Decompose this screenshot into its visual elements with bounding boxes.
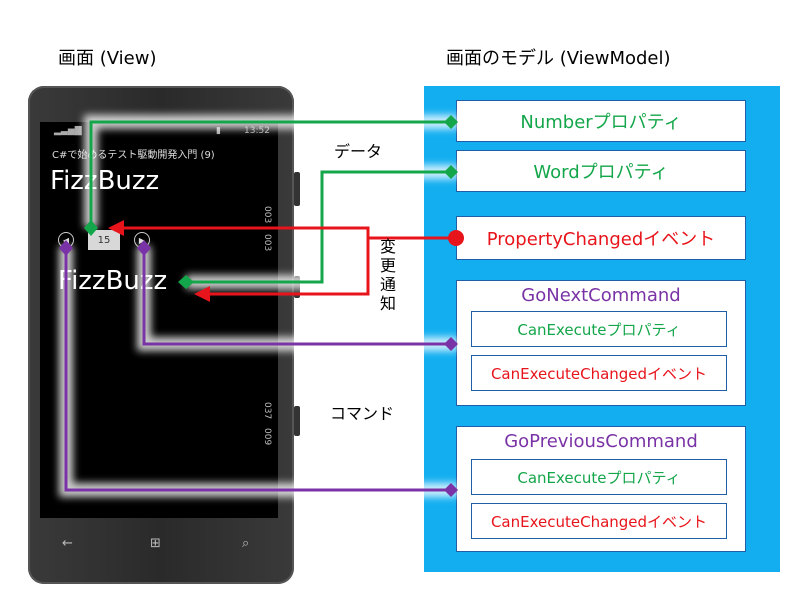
- viewmodel-heading: 画面のモデル (ViewModel): [446, 48, 671, 69]
- previous-button-diamond: [59, 240, 73, 256]
- notify-label: 変更通知: [377, 238, 396, 314]
- search-icon[interactable]: ⌕: [242, 536, 250, 551]
- go-next-command-diamond: [444, 337, 458, 351]
- go-previous-command-line: [64, 250, 450, 492]
- number-binding-line: [89, 120, 450, 228]
- property-changed-box: PropertyChangedイベント: [456, 216, 746, 260]
- app-title: FizzBuzz: [50, 166, 160, 196]
- property-changed-origin: [448, 230, 464, 246]
- view-heading: 画面 (View): [58, 48, 157, 69]
- number-textbox[interactable]: 15: [88, 230, 120, 250]
- battery-icon: ▮: [216, 126, 221, 136]
- number-property-box: Numberプロパティ: [456, 100, 746, 142]
- status-time: 13:52: [244, 126, 270, 136]
- side-number: 003: [262, 234, 272, 252]
- go-previous-command-title: GoPreviousCommand: [504, 431, 698, 452]
- notify-line-number: [120, 226, 370, 238]
- next-button-diamond: [137, 240, 151, 256]
- side-number: 003: [262, 206, 272, 224]
- go-previous-command-diamond: [444, 483, 458, 497]
- volume-button: [294, 172, 300, 206]
- go-previous-can-execute-changed-box: CanExecuteChangedイベント: [471, 503, 727, 539]
- side-number: 009: [262, 428, 272, 446]
- signal-icon: ▂▃▅▇: [54, 126, 82, 136]
- go-next-command-box: GoNextCommand CanExecuteプロパティ CanExecute…: [456, 280, 746, 406]
- windows-icon[interactable]: ⊞: [150, 536, 161, 551]
- notify-number-arrow: [108, 220, 124, 236]
- command-label: コマンド: [330, 404, 395, 423]
- back-icon[interactable]: ←: [62, 536, 73, 551]
- go-next-command-title: GoNextCommand: [521, 285, 681, 306]
- data-label: データ: [334, 142, 383, 161]
- number-textbox-diamond: [84, 220, 98, 236]
- notify-word-arrow: [194, 286, 210, 302]
- go-next-can-execute-box: CanExecuteプロパティ: [471, 311, 727, 347]
- go-next-command-line: [142, 250, 450, 346]
- app-subtitle: C#で始めるテスト駆動開発入門 (9): [52, 150, 215, 161]
- go-previous-can-execute-box: CanExecuteプロパティ: [471, 459, 727, 495]
- notify-line-main: [206, 236, 452, 296]
- number-binding-diamond: [444, 115, 458, 129]
- word-property-box: Wordプロパティ: [456, 150, 746, 192]
- go-next-can-execute-changed-box: CanExecuteChangedイベント: [471, 355, 727, 391]
- go-previous-command-box: GoPreviousCommand CanExecuteプロパティ CanExe…: [456, 426, 746, 552]
- camera-button: [294, 406, 300, 436]
- word-textblock-diamond: [178, 275, 194, 289]
- side-number: 037: [262, 402, 272, 420]
- word-binding-diamond: [444, 165, 458, 179]
